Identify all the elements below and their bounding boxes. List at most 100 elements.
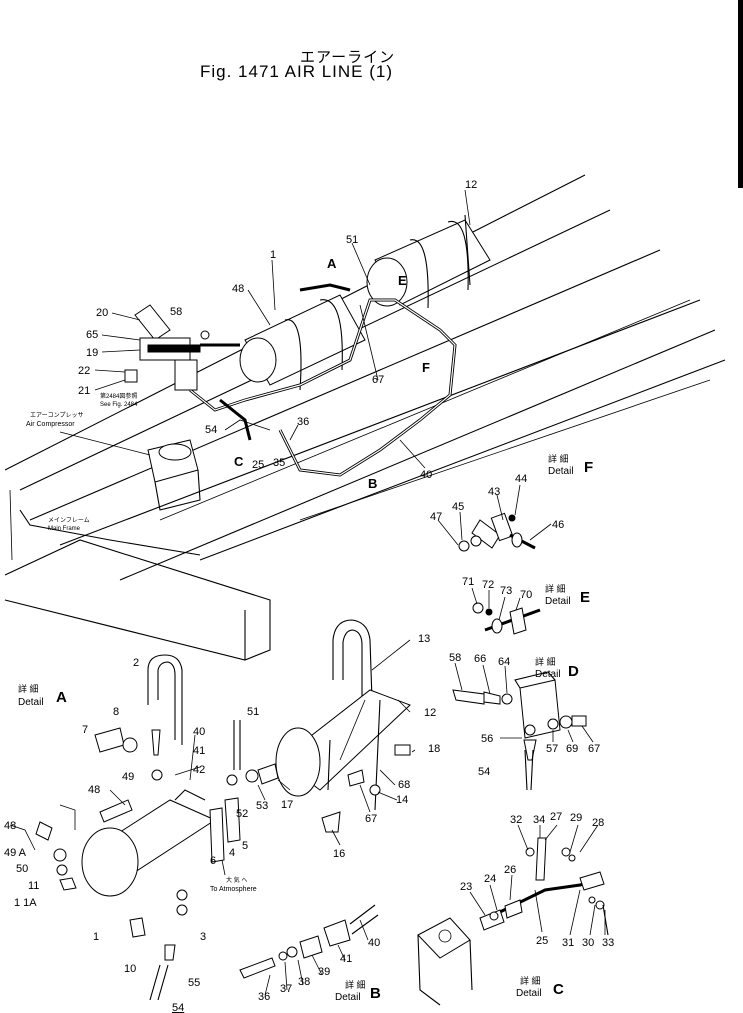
detail-d-letter: D xyxy=(568,663,579,680)
detail-b-assembly xyxy=(239,904,379,996)
callout-10: 10 xyxy=(124,963,136,975)
detail-b-letter: B xyxy=(370,985,381,1002)
callout-46: 46 xyxy=(552,519,564,531)
detail-d-assembly xyxy=(452,662,594,791)
detail-c-assembly xyxy=(417,824,609,1006)
callout-d67: 67 xyxy=(588,743,600,755)
callout-11: 11 xyxy=(28,880,39,892)
callout-3: 3 xyxy=(200,931,206,943)
detail-c-letter: C xyxy=(553,981,564,998)
detail-f-assembly xyxy=(437,484,552,552)
callout-11a: 1 1A xyxy=(14,897,37,909)
callout-32: 32 xyxy=(510,814,522,826)
callout-40: 40 xyxy=(420,469,432,481)
callout-39: 39 xyxy=(318,966,330,978)
detail-f-letter: F xyxy=(584,459,593,476)
callout-68: 68 xyxy=(398,779,410,791)
callout-71: 71 xyxy=(462,576,474,588)
callout-51: 51 xyxy=(346,234,358,246)
callout-50: 50 xyxy=(16,863,28,875)
callout-34: 34 xyxy=(533,814,545,826)
callout-28: 28 xyxy=(592,817,604,829)
detail-f-jp: 詳 細 xyxy=(548,453,569,464)
callout-24: 24 xyxy=(484,873,496,885)
callout-d54: 54 xyxy=(478,766,490,778)
callout-b36: 36 xyxy=(258,991,270,1003)
detail-a-label: Detail xyxy=(18,697,44,708)
tank-assembly xyxy=(245,619,416,846)
callout-6: 6 xyxy=(210,855,216,867)
callout-a40: 40 xyxy=(193,726,205,738)
callout-d58: 58 xyxy=(449,652,461,664)
detail-a-assembly xyxy=(9,654,241,1001)
callout-a51: 51 xyxy=(247,706,259,718)
page-edge-mark xyxy=(738,0,743,188)
callout-a1: 1 xyxy=(93,931,99,943)
note-atmosphere-jp: 大 気 へ xyxy=(226,876,247,884)
callout-72: 72 xyxy=(482,579,494,591)
detail-c-label: Detail xyxy=(516,988,542,999)
callout-23: 23 xyxy=(460,881,472,893)
callout-57: 57 xyxy=(546,743,558,755)
callout-t12: 12 xyxy=(424,707,436,719)
callout-36: 36 xyxy=(297,416,309,428)
callout-47: 47 xyxy=(430,511,442,523)
detail-e-letter: E xyxy=(580,589,590,606)
callout-73: 73 xyxy=(500,585,512,597)
callout-54: 54 xyxy=(205,424,217,436)
callout-b41: 41 xyxy=(340,953,352,965)
detail-f-label: Detail xyxy=(548,466,574,477)
callout-a48a: 48 xyxy=(88,784,100,796)
callout-49: 49 xyxy=(122,771,134,783)
callout-t67: 67 xyxy=(365,813,377,825)
view-letter-e: E xyxy=(398,273,407,288)
callout-48: 48 xyxy=(232,283,244,295)
title-japanese: エアーライン xyxy=(300,49,396,66)
view-letter-c: C xyxy=(234,454,244,469)
note-frame-jp: メインフレーム xyxy=(48,517,90,524)
detail-b-jp: 詳 細 xyxy=(345,979,366,990)
detail-a-letter: A xyxy=(56,689,67,706)
detail-e-assembly xyxy=(471,587,541,635)
callout-49a: 49 A xyxy=(4,847,27,859)
figure-title: Fig. 1471 AIR LINE (1) xyxy=(200,62,394,81)
callout-13: 13 xyxy=(418,633,430,645)
view-letter-f: F xyxy=(422,360,430,375)
callout-17: 17 xyxy=(281,799,293,811)
note-frame-en: Main Frame xyxy=(48,526,81,532)
callout-22: 22 xyxy=(78,365,90,377)
callout-12: 12 xyxy=(465,179,477,191)
callout-66: 66 xyxy=(474,653,486,665)
callout-a41: 41 xyxy=(193,745,205,757)
detail-e-label: Detail xyxy=(545,596,571,607)
callout-7: 7 xyxy=(82,724,88,736)
view-letter-a: A xyxy=(327,256,337,271)
callout-a54: 54 xyxy=(172,1002,184,1013)
callout-a42: 42 xyxy=(193,764,205,776)
detail-d-jp: 詳 細 xyxy=(535,656,556,667)
callout-14: 14 xyxy=(396,794,408,806)
callout-45: 45 xyxy=(452,501,464,513)
callout-19: 19 xyxy=(86,347,98,359)
note-compressor-jp: エアーコンプレッサ xyxy=(30,412,83,419)
callout-a48b: 48 xyxy=(4,820,16,832)
main-tank-rear xyxy=(366,214,491,309)
callout-65: 65 xyxy=(86,329,98,341)
callout-69: 69 xyxy=(566,743,578,755)
callout-35: 35 xyxy=(273,457,285,469)
callout-58: 58 xyxy=(170,306,182,318)
valve-cluster xyxy=(124,304,210,391)
callout-21: 21 xyxy=(78,385,90,397)
detail-b-label: Detail xyxy=(335,992,361,1003)
callout-20: 20 xyxy=(96,307,108,319)
callout-44: 44 xyxy=(515,473,527,485)
note-see-jp: 第2484図参照 xyxy=(100,392,137,400)
main-pipe-routing xyxy=(189,283,457,477)
callout-30: 30 xyxy=(582,937,594,949)
note-compressor-en: Air Compressor xyxy=(26,421,75,428)
callout-55: 55 xyxy=(188,977,200,989)
main-leader-lines xyxy=(94,189,471,469)
callout-b40: 40 xyxy=(368,937,380,949)
detail-e-jp: 詳 細 xyxy=(545,583,566,594)
